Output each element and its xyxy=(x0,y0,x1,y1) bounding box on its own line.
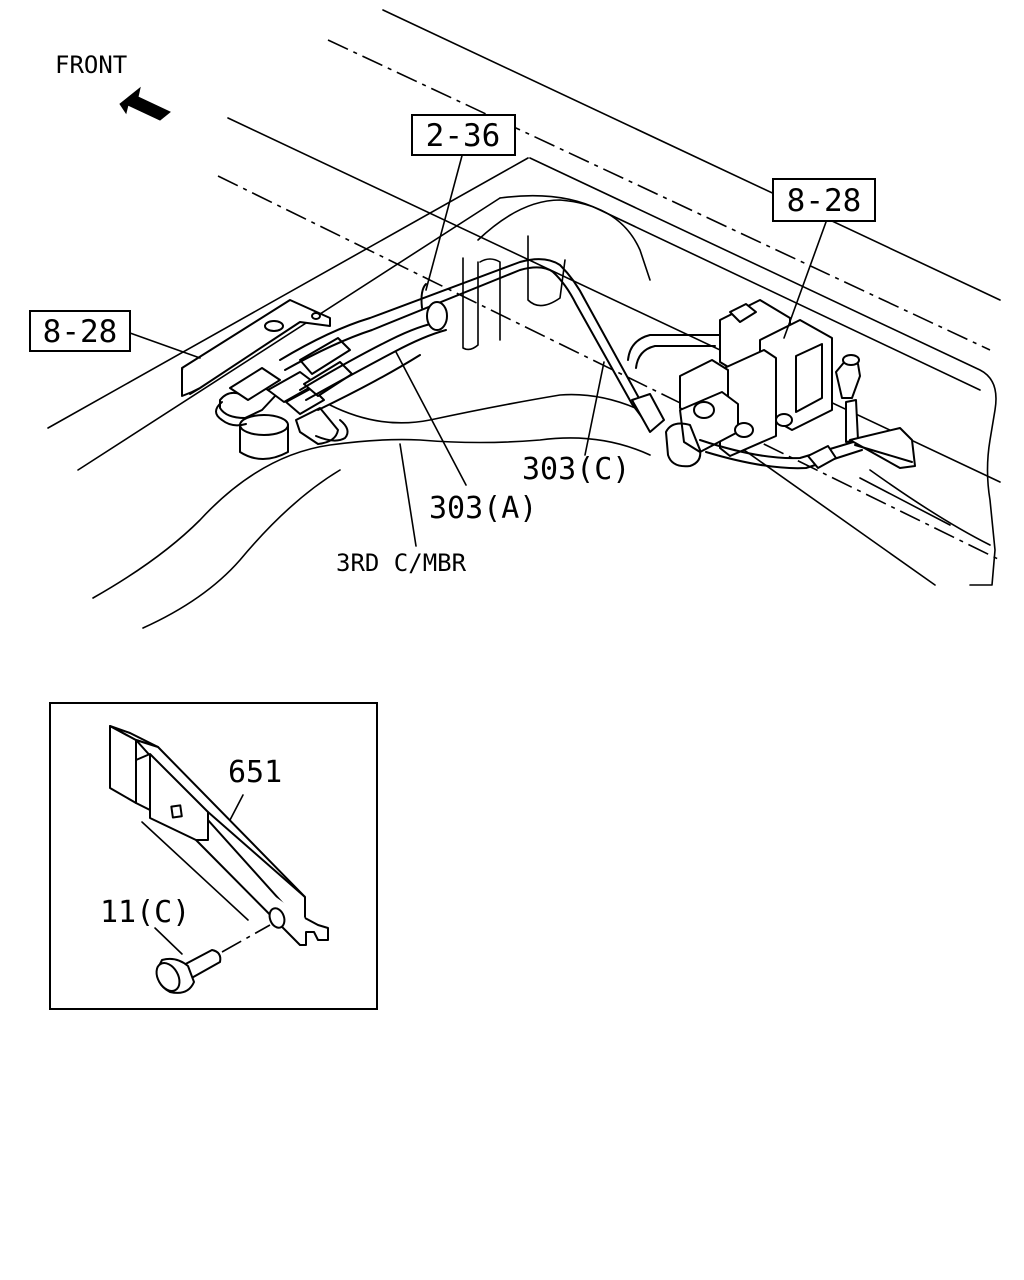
front-indicator: FRONT xyxy=(55,51,171,121)
ref-label-8-28-right: 8-28 xyxy=(787,183,862,219)
arrow-front-icon xyxy=(119,86,171,121)
front-label: FRONT xyxy=(55,51,127,79)
callout-11c: 11(C) xyxy=(100,895,190,930)
detail-inset: 651 11(C) xyxy=(49,702,378,1010)
callout-303a: 303(A) xyxy=(429,491,537,526)
left-bracket-assembly xyxy=(181,299,353,460)
ref-label-8-28-left: 8-28 xyxy=(43,314,118,350)
brake-pipes xyxy=(215,258,665,442)
cross-member-3rd xyxy=(92,199,651,629)
callout-3rd-cross-member: 3RD C/MBR xyxy=(336,549,467,577)
ref-box-2-36[interactable]: 2-36 xyxy=(411,114,516,156)
bracket-651-drawing xyxy=(109,725,329,946)
callout-303c: 303(C) xyxy=(522,452,630,487)
ref-label-2-36: 2-36 xyxy=(426,118,501,154)
callout-651: 651 xyxy=(228,755,282,790)
leader-lines xyxy=(129,151,827,547)
ref-box-8-28-left[interactable]: 8-28 xyxy=(29,310,131,352)
right-valve-assembly xyxy=(627,299,916,470)
bolt-11c-drawing xyxy=(155,949,222,994)
ref-box-8-28-right[interactable]: 8-28 xyxy=(772,178,876,222)
